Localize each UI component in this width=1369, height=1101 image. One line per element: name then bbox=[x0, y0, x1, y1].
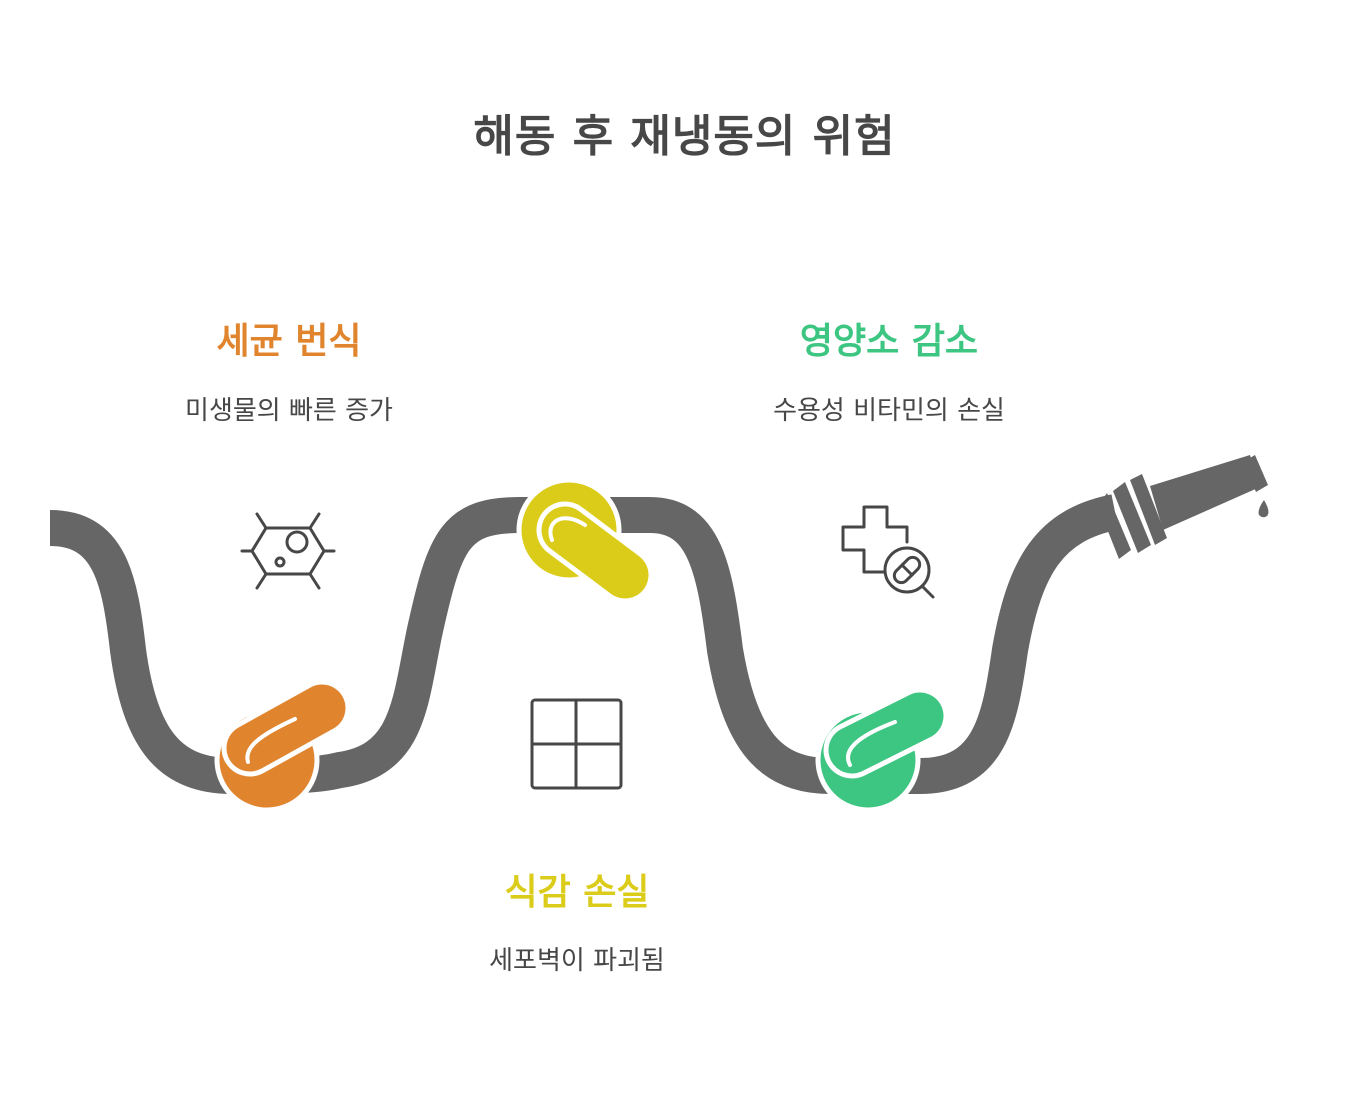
page-title: 해동 후 재냉동의 위험 bbox=[473, 111, 896, 162]
bacteria-title: 세균 번식 bbox=[216, 321, 362, 362]
bacteria-description: 미생물의 빠른 증가 bbox=[185, 396, 393, 426]
texture-title: 식감 손실 bbox=[504, 872, 650, 913]
bacteria-icon bbox=[240, 512, 336, 590]
health-pill-search-icon bbox=[841, 505, 935, 599]
nutrient-description: 수용성 비타민의 손실 bbox=[773, 396, 1005, 426]
nutrient-knot bbox=[815, 687, 949, 813]
texture-knot bbox=[516, 477, 654, 604]
grid-cells-icon bbox=[530, 698, 623, 790]
hose-path bbox=[49, 494, 1119, 795]
hose-nozzle bbox=[1098, 455, 1269, 559]
bacteria-knot bbox=[214, 679, 351, 813]
nutrient-title: 영양소 감소 bbox=[799, 321, 979, 362]
texture-description: 세포벽이 파괴됨 bbox=[489, 946, 665, 976]
